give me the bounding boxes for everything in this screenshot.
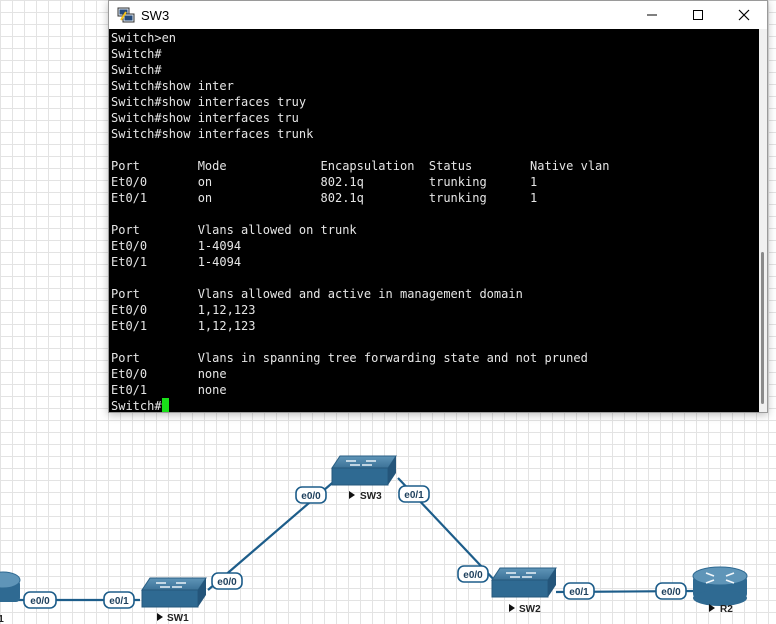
terminal-line: Switch>en [111,31,177,45]
terminal-line: Switch# [111,63,162,77]
terminal-line: Et0/1 none [111,383,227,397]
port-label-sw3-e0-1[interactable]: e0/1 [398,485,430,503]
terminal-line: Port Vlans allowed on trunk [111,223,357,237]
scrollbar-thumb[interactable] [761,252,764,404]
node-label-sw3: SW3 [360,491,382,502]
terminal-line: Et0/0 1,12,123 [111,303,256,317]
maximize-icon [693,10,703,20]
switch-sw1[interactable]: SW1 [141,577,207,624]
port-label-sw2-e0-1[interactable]: e0/1 [563,582,595,600]
terminal-lines: Switch>en Switch# Switch# Switch#show in… [111,31,610,397]
port-label-sw3-e0-0[interactable]: e0/0 [295,486,327,504]
node-label-sw2: SW2 [519,604,541,615]
terminal-line: Et0/1 1-4094 [111,255,242,269]
terminal-text: Switch>en Switch# Switch# Switch#show in… [109,29,759,412]
terminal-line: Port Vlans in spanning tree forwarding s… [111,351,588,365]
terminal-line: Et0/0 1-4094 [111,239,242,253]
switch-sw2[interactable]: SW2 [491,567,557,615]
title-bar[interactable]: SW3 [109,1,767,29]
svg-text:e0/1: e0/1 [109,596,129,607]
svg-text:e0/1: e0/1 [404,490,424,501]
svg-text:e0/0: e0/0 [661,587,681,598]
node-label-r2: R2 [720,604,733,615]
terminal-line: Port Vlans allowed and active in managem… [111,287,523,301]
close-button[interactable] [721,1,767,29]
terminal-line: Switch#show interfaces tru [111,111,299,125]
router-r2[interactable]: R2 [692,566,748,615]
svg-text:e0/0: e0/0 [463,570,483,581]
port-label-sw1-e0-0[interactable]: e0/0 [211,572,243,590]
terminal-line: Et0/1 1,12,123 [111,319,256,333]
node-label-r1: R1 [0,614,4,624]
close-icon [738,9,750,21]
port-label-r2-e0-0[interactable]: e0/0 [655,582,687,600]
port-label-r1-e0-0[interactable]: e0/0 [23,591,57,609]
terminal-line: Et0/0 none [111,367,227,381]
terminal-prompt: Switch# [111,399,162,412]
terminal-line: Et0/0 on 802.1q trunking 1 [111,175,538,189]
svg-text:e0/0: e0/0 [301,491,321,502]
terminal-window[interactable]: SW3 Switch>en Switch# Switch# Switch#sho… [108,0,768,413]
port-label-sw1-e0-1[interactable]: e0/1 [103,591,135,609]
terminal-line: Switch#show interfaces trunk [111,127,314,141]
svg-text:e0/0: e0/0 [30,596,50,607]
links [14,477,697,602]
svg-text:e0/1: e0/1 [569,587,589,598]
minimize-icon [647,14,657,16]
maximize-button[interactable] [675,1,721,29]
putty-icon [117,7,135,23]
terminal-cursor [161,398,169,412]
terminal-line: Switch#show interfaces truy [111,95,307,109]
window-title: SW3 [141,7,170,23]
minimize-button[interactable] [629,1,675,29]
terminal-line: Et0/1 on 802.1q trunking 1 [111,191,538,205]
terminal-output[interactable]: Switch>en Switch# Switch# Switch#show in… [109,29,759,412]
vertical-scrollbar[interactable] [759,29,767,412]
node-label-sw1: SW1 [167,613,189,624]
port-label-sw2-e0-0[interactable]: e0/0 [457,565,489,583]
terminal-line: Switch# [111,47,162,61]
terminal-line: Port Mode Encapsulation Status Native vl… [111,159,610,173]
switch-sw3[interactable]: SW3 [331,455,397,502]
svg-text:e0/0: e0/0 [217,577,237,588]
router-r1[interactable]: R1 [0,571,21,624]
terminal-line: Switch#show inter [111,79,234,93]
